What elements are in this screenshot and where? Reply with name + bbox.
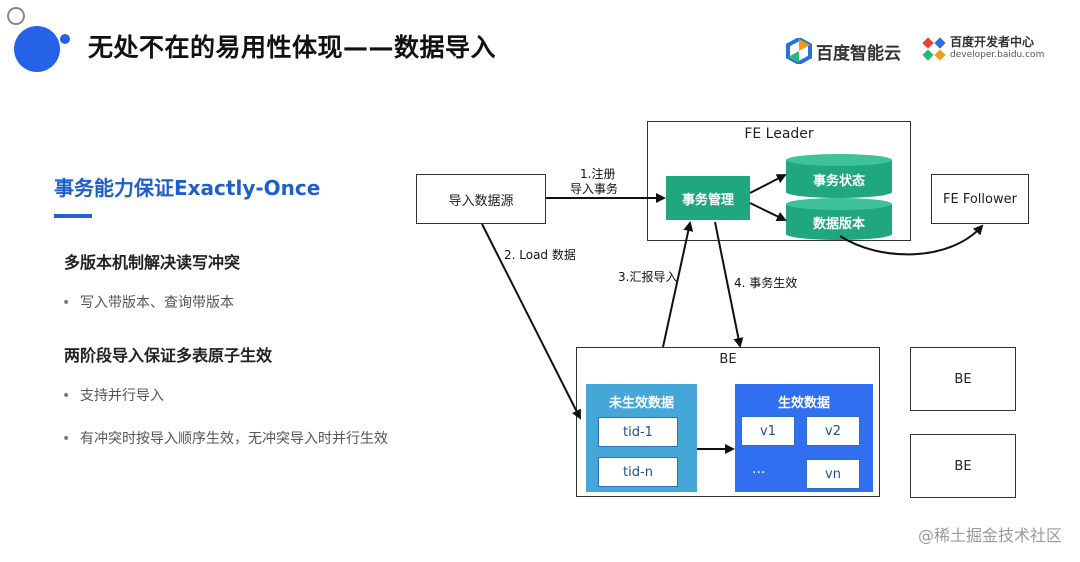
cylinders-svg (786, 154, 892, 240)
txn-state-label: 事务状态 (812, 174, 865, 189)
dev-center-text: 百度开发者中心 (950, 35, 1035, 49)
dev-center-logo: 百度开发者中心 developer.baidu.com (922, 36, 1044, 62)
bullet-conflict: 有冲突时按导入顺序生效，无冲突导入时并行生效 (62, 428, 388, 448)
bullet-parallel: 支持并行导入 (62, 385, 164, 405)
txn-state-cylinder (786, 154, 892, 198)
step2-label: 2. Load 数据 (504, 248, 576, 262)
arrow-to-txn-state (749, 174, 787, 194)
heading-two-phase: 两阶段导入保证多表原子生效 (64, 346, 273, 365)
tid-1-label: tid-1 (623, 424, 653, 440)
v1-box: v1 (741, 416, 795, 446)
decor-dot-blue (60, 34, 70, 44)
v2-box: v2 (806, 416, 860, 446)
effective-title: 生效数据 (777, 396, 830, 411)
tid-n-label: tid-n (623, 464, 653, 480)
arrow-to-fe-follower (839, 224, 984, 256)
fe-follower-box: FE Follower (931, 174, 1029, 224)
arrow-load-data (481, 223, 581, 420)
be-side-box-1: BE (910, 347, 1016, 411)
uneffective-title: 未生效数据 (608, 396, 674, 411)
baidu-cloud-icon (786, 38, 812, 64)
vn-label: vn (825, 466, 841, 482)
step4-label: 4. 事务生效 (734, 276, 798, 290)
be-side-box-2: BE (910, 434, 1016, 498)
txn-manager-box: 事务管理 (666, 176, 750, 220)
be-side-label-2: BE (954, 458, 972, 474)
data-version-cylinder (786, 198, 892, 240)
step1-label-line2: 导入事务 (570, 182, 619, 196)
arrow-to-data-version (749, 202, 787, 222)
tid-n-box: tid-n (598, 457, 678, 487)
tid-1-box: tid-1 (598, 417, 678, 447)
decor-circle-outline (7, 7, 25, 25)
bullet-version: 写入带版本、查询带版本 (62, 292, 234, 312)
ellipsis-label: ... (752, 461, 766, 477)
v1-label: v1 (760, 423, 776, 439)
import-source-box: 导入数据源 (416, 174, 546, 224)
v2-label: v2 (825, 423, 841, 439)
import-source-label: 导入数据源 (448, 193, 514, 209)
watermark: @稀土掘金技术社区 (917, 526, 1062, 545)
vn-box: vn (806, 459, 860, 489)
step1-label-line1: 1.注册 (580, 167, 616, 181)
fe-follower-label: FE Follower (943, 191, 1017, 207)
baidu-cloud-logo: 百度智能云 (786, 38, 901, 64)
page-title: 无处不在的易用性体现——数据导入 (88, 33, 497, 62)
section-underline (54, 214, 92, 218)
arrow-txn-effective (714, 221, 744, 348)
be-main-label: BE (719, 352, 737, 367)
arrow-report-import (662, 221, 694, 348)
section-title: 事务能力保证Exactly-Once (54, 176, 321, 200)
txn-manager-label: 事务管理 (681, 192, 734, 208)
heading-multi-version: 多版本机制解决读写冲突 (64, 253, 241, 272)
dev-center-icon (922, 37, 946, 61)
be-side-label-1: BE (954, 371, 972, 387)
fe-leader-label: FE Leader (744, 126, 814, 142)
decor-circle-blue (14, 26, 60, 72)
step3-label: 3.汇报导入 (618, 270, 678, 284)
baidu-cloud-text: 百度智能云 (816, 43, 901, 64)
dev-center-url: developer.baidu.com (950, 50, 1045, 60)
data-version-label: 数据版本 (812, 217, 865, 232)
